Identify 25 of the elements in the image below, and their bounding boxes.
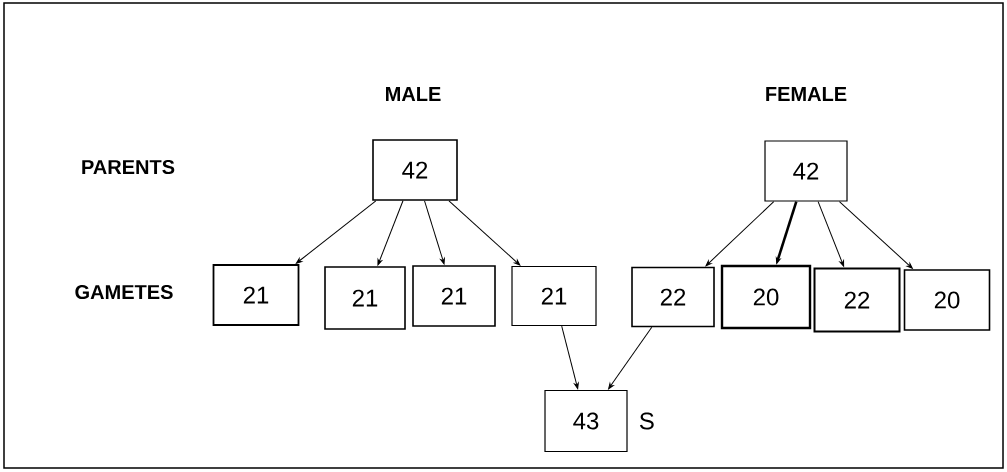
number-box: 20 [720, 264, 812, 330]
number-box: 20 [903, 269, 991, 331]
arrow [377, 200, 404, 266]
number-box: 21 [212, 264, 300, 326]
side-label: S [639, 412, 654, 430]
number-box: 42 [764, 140, 848, 202]
arrow [608, 326, 653, 390]
number-box: 21 [324, 266, 406, 330]
number-box: 21 [412, 265, 496, 327]
arrow [838, 201, 913, 269]
number-box: 22 [813, 267, 901, 333]
arrow [448, 200, 521, 266]
arrow [295, 200, 377, 264]
row-label: PARENTS [82, 159, 175, 175]
arrow [561, 325, 579, 389]
row-label: MALE [386, 87, 441, 101]
number-box: 22 [631, 266, 715, 328]
row-label: GAMETES [75, 284, 173, 300]
number-box: 43 [544, 389, 628, 453]
arrow [705, 201, 775, 267]
arrow [817, 201, 845, 267]
number-box: 21 [511, 265, 597, 327]
number-box: 42 [372, 139, 458, 201]
arrow [424, 200, 445, 265]
row-label: FEMALE [766, 87, 847, 101]
